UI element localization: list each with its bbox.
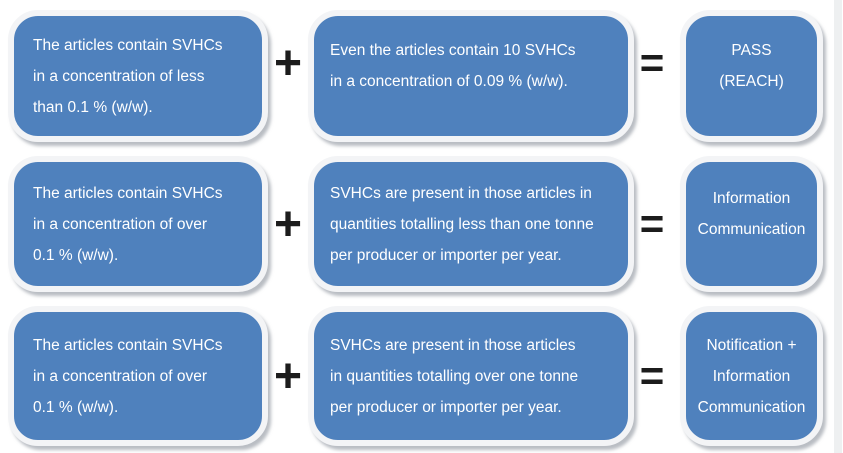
equals-operator: = (639, 352, 665, 399)
page-edge-strip (834, 0, 842, 453)
equals-operator: = (639, 200, 665, 247)
result-box: PASS(REACH) (680, 10, 823, 142)
plus-operator: + (273, 197, 303, 251)
plus-operator: + (273, 36, 303, 90)
result-text: PASS(REACH) (719, 42, 784, 90)
plus-operator: + (273, 349, 303, 403)
equals-operator: = (639, 39, 665, 86)
